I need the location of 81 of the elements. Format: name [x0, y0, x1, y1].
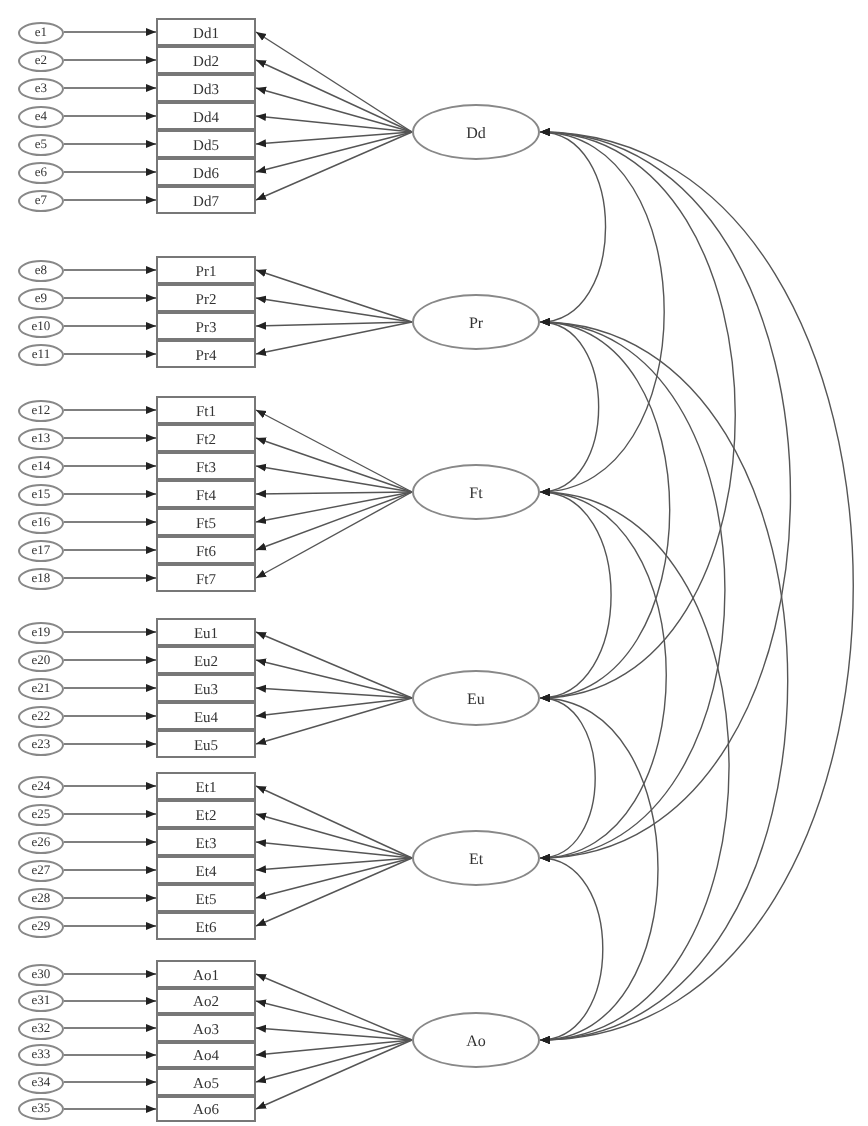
arrow — [63, 406, 157, 414]
arrow — [255, 1039, 413, 1084]
arrow — [255, 857, 413, 900]
arrow — [255, 321, 413, 356]
arrow — [255, 857, 413, 874]
arrow — [255, 31, 413, 133]
arrow — [255, 489, 413, 498]
arrow — [255, 491, 413, 579]
arrow — [63, 490, 157, 498]
arrow — [255, 999, 413, 1041]
arrow — [63, 140, 157, 148]
arrow — [63, 518, 157, 526]
arrow — [63, 922, 157, 930]
arrow — [255, 1024, 413, 1041]
arrow — [255, 269, 413, 323]
arrow — [63, 782, 157, 790]
arrow — [63, 810, 157, 818]
arrow — [63, 462, 157, 470]
arrow — [63, 574, 157, 582]
arrow — [255, 973, 413, 1041]
covariance-arrow — [539, 319, 789, 1043]
arrow — [255, 59, 413, 133]
arrow — [63, 838, 157, 846]
latent-variable-ellipse: Pr — [412, 294, 540, 350]
arrow — [63, 970, 157, 978]
arrow — [63, 894, 157, 902]
arrow — [255, 131, 413, 148]
arrow — [255, 839, 413, 859]
arrow — [63, 684, 157, 692]
arrow — [255, 131, 413, 201]
arrow — [255, 437, 413, 493]
arrow — [255, 697, 413, 719]
arrow — [255, 631, 413, 699]
arrow — [255, 1039, 413, 1110]
arrow — [255, 86, 413, 133]
arrow — [255, 463, 413, 493]
arrow — [63, 84, 157, 92]
arrow — [63, 628, 157, 636]
covariance-arrow — [539, 129, 854, 1043]
latent-variable-ellipse: Et — [412, 830, 540, 886]
arrow — [255, 684, 413, 699]
arrow — [255, 113, 413, 133]
covariance-arrow — [539, 489, 730, 1043]
arrow — [255, 295, 413, 323]
arrow — [63, 1078, 157, 1086]
arrow — [63, 28, 157, 36]
arrow — [63, 168, 157, 176]
arrow — [63, 997, 157, 1005]
arrow — [63, 294, 157, 302]
arrow — [63, 196, 157, 204]
arrow — [63, 1051, 157, 1059]
arrow — [255, 1039, 413, 1058]
covariance-arrow — [539, 695, 659, 1043]
arrow — [63, 56, 157, 64]
arrow — [63, 112, 157, 120]
arrow — [255, 321, 413, 330]
arrow — [63, 350, 157, 358]
arrow — [63, 656, 157, 664]
arrow — [255, 491, 413, 525]
arrow — [63, 266, 157, 274]
arrow — [255, 785, 413, 859]
arrow — [255, 857, 413, 927]
arrow — [255, 697, 413, 745]
arrow — [255, 812, 413, 859]
arrow — [63, 1105, 157, 1113]
latent-variable-ellipse: Ft — [412, 464, 540, 520]
arrow — [255, 131, 413, 174]
arrow — [63, 1024, 157, 1032]
arrow — [63, 866, 157, 874]
arrow — [63, 434, 157, 442]
arrow — [63, 546, 157, 554]
arrow — [255, 491, 413, 551]
latent-variable-ellipse: Eu — [412, 670, 540, 726]
arrow — [63, 322, 157, 330]
latent-variable-ellipse: Dd — [412, 104, 540, 160]
arrow — [255, 409, 413, 493]
covariance-arrow — [539, 855, 604, 1043]
arrow — [63, 712, 157, 720]
arrow — [255, 658, 413, 699]
latent-variable-ellipse: Ao — [412, 1012, 540, 1068]
arrow — [63, 740, 157, 748]
